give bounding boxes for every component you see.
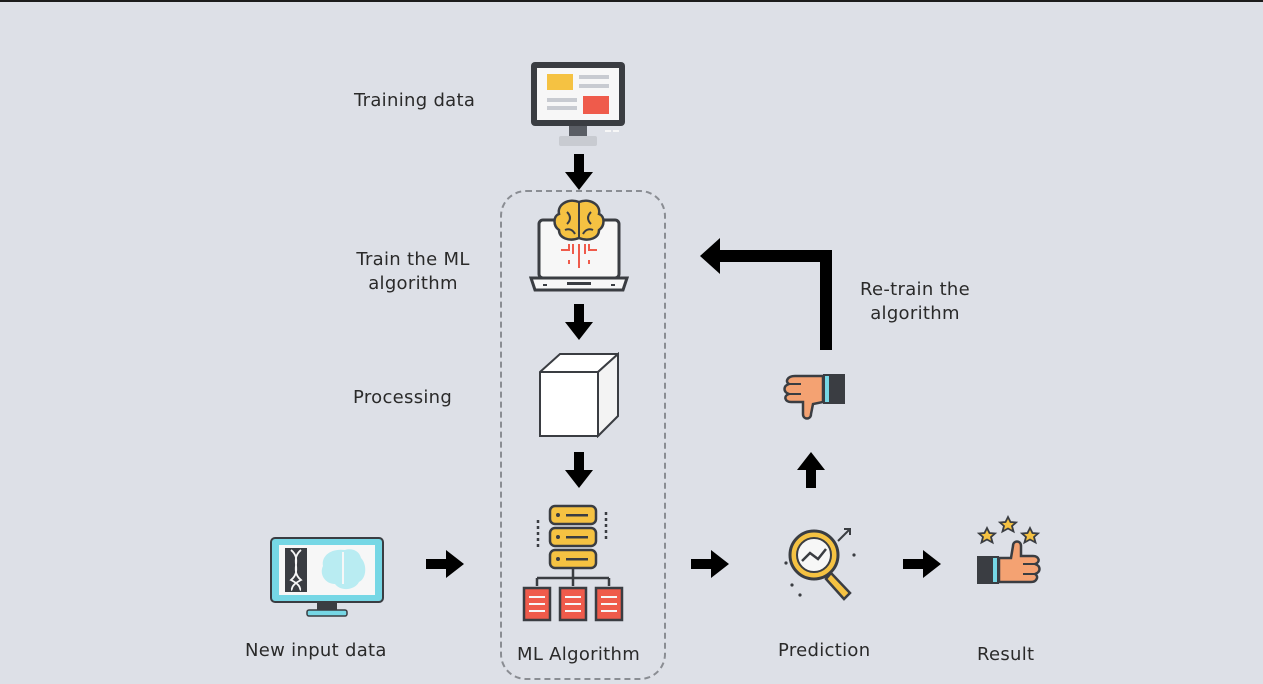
label-retrain-line1: Re-train the	[859, 279, 971, 300]
arrow-right-input-to-algorithm	[426, 550, 464, 578]
label-train-ml-algorithm: Train the ML algorithm	[344, 248, 482, 296]
label-new-input-data: New input data	[245, 640, 387, 661]
top-border	[0, 0, 1263, 2]
dna-brain-monitor-icon	[270, 537, 384, 617]
label-retrain-line2: algorithm	[870, 303, 960, 324]
label-prediction: Prediction	[778, 640, 871, 661]
thumbs-down-icon	[783, 374, 845, 420]
magnifier-chart-icon	[784, 528, 856, 601]
label-processing: Processing	[353, 387, 453, 408]
server-hierarchy-icon	[522, 504, 624, 622]
label-train-ml-line2: algorithm	[368, 273, 458, 294]
arrow-down-training-to-train	[565, 154, 593, 190]
laptop-brain-icon	[529, 199, 629, 292]
arrow-down-processing-to-algorithm	[565, 452, 593, 488]
cube-icon	[539, 352, 619, 438]
label-ml-algorithm: ML Algorithm	[517, 644, 641, 665]
arrow-up-prediction-to-retrain	[797, 452, 825, 488]
label-training-data: Training data	[354, 90, 476, 111]
label-result: Result	[977, 644, 1035, 665]
arrow-down-train-to-processing	[565, 304, 593, 340]
arrow-right-prediction-to-result	[903, 550, 941, 578]
thumbs-up-stars-icon	[976, 514, 1041, 584]
monitor-icon	[531, 62, 625, 146]
label-retrain-algorithm: Re-train the algorithm	[848, 278, 982, 326]
arrow-right-algorithm-to-prediction	[691, 550, 729, 578]
ml-algorithm-group-box	[500, 190, 666, 680]
label-train-ml-line1: Train the ML	[356, 249, 470, 270]
arrow-retrain-loop	[700, 238, 832, 350]
